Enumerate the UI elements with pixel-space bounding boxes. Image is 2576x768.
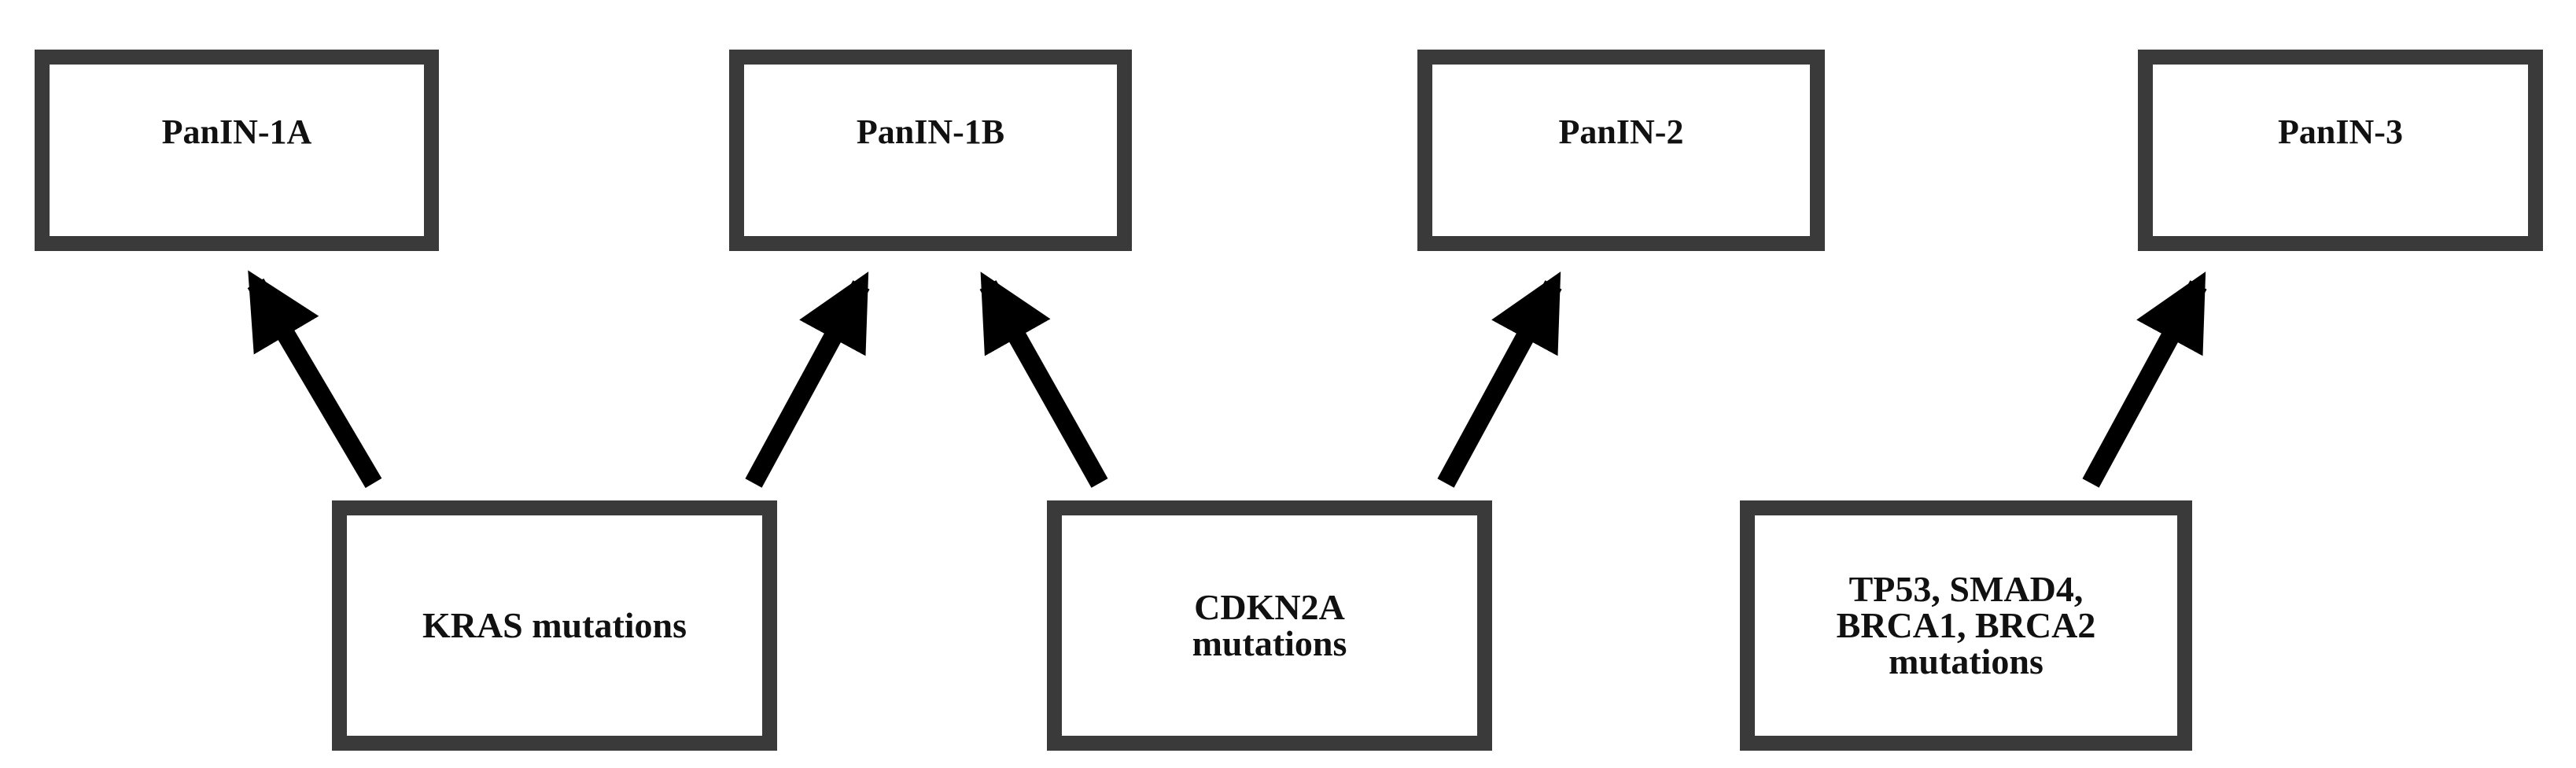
mutation-label-line: mutations (1192, 623, 1347, 663)
mutation-label-line: BRCA1, BRCA2 (1836, 605, 2096, 645)
arrow-cdkn2a-to-panin-2 (1437, 271, 1562, 488)
mutation-box-kras: KRAS mutations (332, 500, 777, 751)
stage-box-panin-1a: PanIN-1A (35, 50, 439, 251)
mutation-label-line: KRAS mutations (422, 605, 687, 645)
stage-label: PanIN-1B (856, 112, 1005, 151)
mutation-label-line: CDKN2A (1194, 587, 1345, 627)
stage-label: PanIN-3 (2278, 112, 2403, 151)
stage-box-panin-1b: PanIN-1B (729, 50, 1132, 251)
arrow-cdkn2a-to-panin-1b (979, 271, 1108, 488)
stage-label: PanIN-1A (161, 112, 312, 151)
arrow-tp53-to-panin-3 (2082, 271, 2207, 488)
stage-box-panin-2: PanIN-2 (1417, 50, 1825, 251)
mutation-box-cdkn2a: CDKN2A mutations (1047, 500, 1492, 751)
mutation-box-tp53-smad4-brca: TP53, SMAD4, BRCA1, BRCA2 mutations (1740, 500, 2192, 751)
stage-box-panin-3: PanIN-3 (2138, 50, 2543, 251)
arrow-kras-to-panin-1a (247, 270, 382, 489)
mutation-label-line: mutations (1889, 641, 2043, 681)
mutation-label-line: TP53, SMAD4, (1848, 569, 2084, 609)
arrow-kras-to-panin-1b (745, 271, 870, 488)
stage-label: PanIN-2 (1558, 112, 1684, 151)
